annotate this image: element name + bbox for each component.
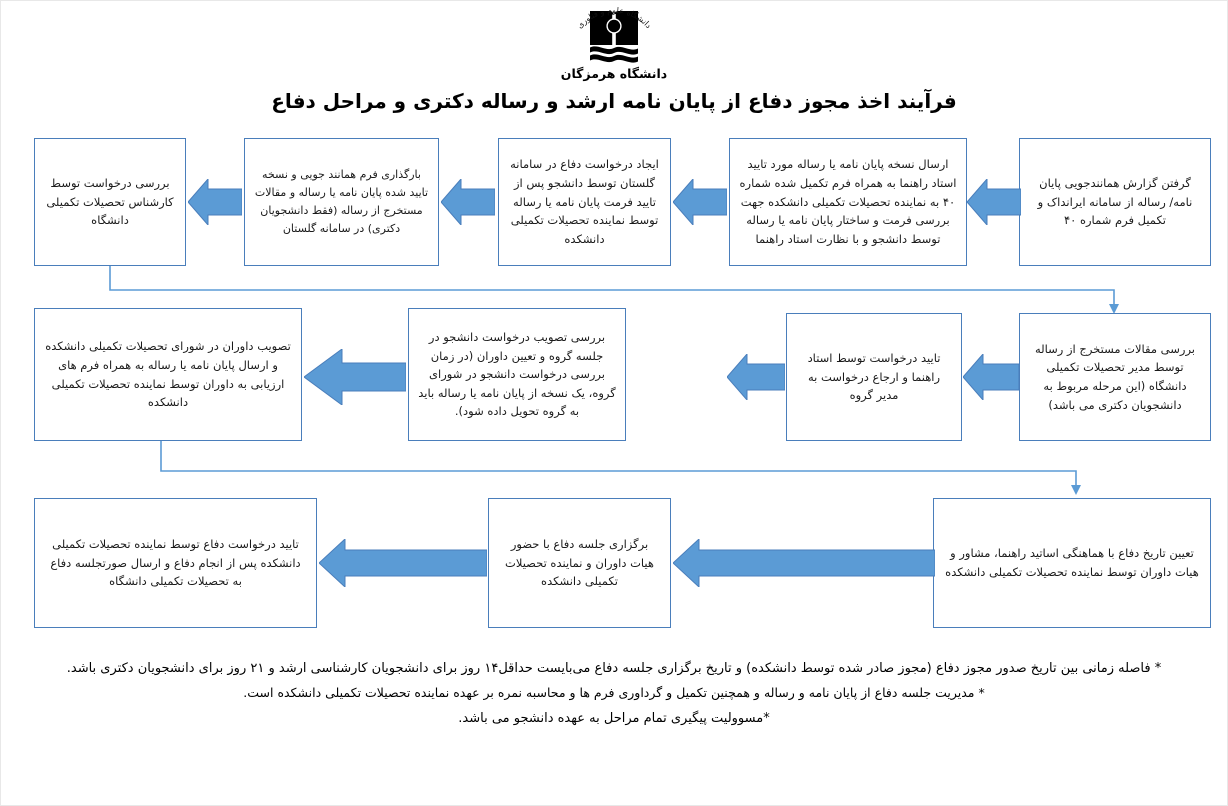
arrow-step10-to-step11: [673, 539, 935, 587]
arrow-step11-to-step12: [319, 539, 487, 587]
footnote-2: * مدیریت جلسه دفاع از پایان نامه و رساله…: [243, 685, 985, 701]
footnote-3: *مسوولیت پیگیری تمام مراحل به عهده دانشج…: [458, 710, 770, 726]
flow-node-step-3[interactable]: ایجاد درخواست دفاع در سامانه گلستان توسط…: [498, 138, 671, 266]
footnotes: * فاصله زمانی بین تاریخ صدور مجوز دفاع (…: [15, 656, 1213, 731]
flow-node-step-7[interactable]: تایید درخواست توسط استاد راهنما و ارجاع …: [786, 313, 962, 441]
svg-text:دانشگاه علوم و فناوری: دانشگاه علوم و فناوری: [575, 6, 653, 31]
flow-node-step-1[interactable]: گرفتن گزارش همانندجویی پایان نامه/ رساله…: [1019, 138, 1211, 266]
flow-node-step-11-label: برگزاری جلسه دفاع با حضور هیات داوران و …: [505, 537, 654, 589]
connector-step9-to-step10: [160, 441, 1081, 495]
flow-node-step-5-label: بررسی درخواست توسط کارشناس تحصیلات تکمیل…: [46, 176, 174, 228]
arrow-step4-to-step5: [188, 179, 242, 225]
arrow-step6-to-step7: [963, 354, 1019, 400]
flow-node-step-2[interactable]: ارسال نسخه پایان نامه یا رساله مورد تایی…: [729, 138, 967, 266]
flow-node-step-8-label: بررسی تصویب درخواست دانشجو در جلسه گروه …: [418, 329, 616, 419]
logo-caption: دانشگاه هرمزگان: [560, 66, 668, 81]
flow-node-step-7-label: تایید درخواست توسط استاد راهنما و ارجاع …: [807, 351, 941, 403]
flow-node-step-11[interactable]: برگزاری جلسه دفاع با حضور هیات داوران و …: [488, 498, 671, 628]
flow-node-step-9-label: تصویب داوران در شورای تحصیلات تکمیلی دان…: [45, 339, 291, 410]
flow-node-step-9[interactable]: تصویب داوران در شورای تحصیلات تکمیلی دان…: [34, 308, 302, 441]
arrow-step2-to-step3: [673, 179, 727, 225]
flow-node-step-8[interactable]: بررسی تصویب درخواست دانشجو در جلسه گروه …: [408, 308, 626, 441]
arrow-step8-to-step9: [304, 349, 406, 405]
flow-node-step-5[interactable]: بررسی درخواست توسط کارشناس تحصیلات تکمیل…: [34, 138, 186, 266]
flow-node-step-6-label: بررسی مقالات مستخرج از رساله توسط مدیر ت…: [1034, 341, 1195, 412]
flow-node-step-12-label: تایید درخواست دفاع توسط نماینده تحصیلات …: [50, 537, 301, 589]
flow-node-step-10[interactable]: تعیین تاریخ دفاع با هماهنگی اساتید راهنم…: [933, 498, 1211, 628]
university-logo: دانشگاه علوم و فناوری دانشگاه هرمزگان: [1, 3, 1227, 81]
arrow-step1-to-step2: [967, 179, 1021, 225]
flow-node-step-12[interactable]: تایید درخواست دفاع توسط نماینده تحصیلات …: [34, 498, 317, 628]
open-book-icon: [590, 11, 638, 63]
logo-mark: دانشگاه علوم و فناوری: [548, 3, 680, 65]
flow-node-step-2-label: ارسال نسخه پایان نامه یا رساله مورد تایی…: [739, 157, 957, 246]
logo-arc-text-icon: دانشگاه علوم و فناوری: [575, 6, 653, 31]
flow-node-step-4[interactable]: بارگذاری فرم همانند جویی و نسخه تایید شد…: [244, 138, 439, 266]
arrow-step7-to-step8: [727, 354, 785, 400]
flow-node-step-3-label: ایجاد درخواست دفاع در سامانه گلستان توسط…: [510, 157, 659, 246]
flow-node-step-10-label: تعیین تاریخ دفاع با هماهنگی اساتید راهنم…: [945, 546, 1199, 579]
footnote-1: * فاصله زمانی بین تاریخ صدور مجوز دفاع (…: [66, 661, 1162, 676]
flow-node-step-1-label: گرفتن گزارش همانندجویی پایان نامه/ رساله…: [1037, 176, 1193, 228]
arrow-step3-to-step4: [441, 179, 495, 225]
page-title: فرآیند اخذ مجوز دفاع از پایان نامه ارشد …: [271, 89, 957, 113]
flow-node-step-6[interactable]: بررسی مقالات مستخرج از رساله توسط مدیر ت…: [1019, 313, 1211, 441]
flow-node-step-4-label: بارگذاری فرم همانند جویی و نسخه تایید شد…: [254, 168, 429, 235]
